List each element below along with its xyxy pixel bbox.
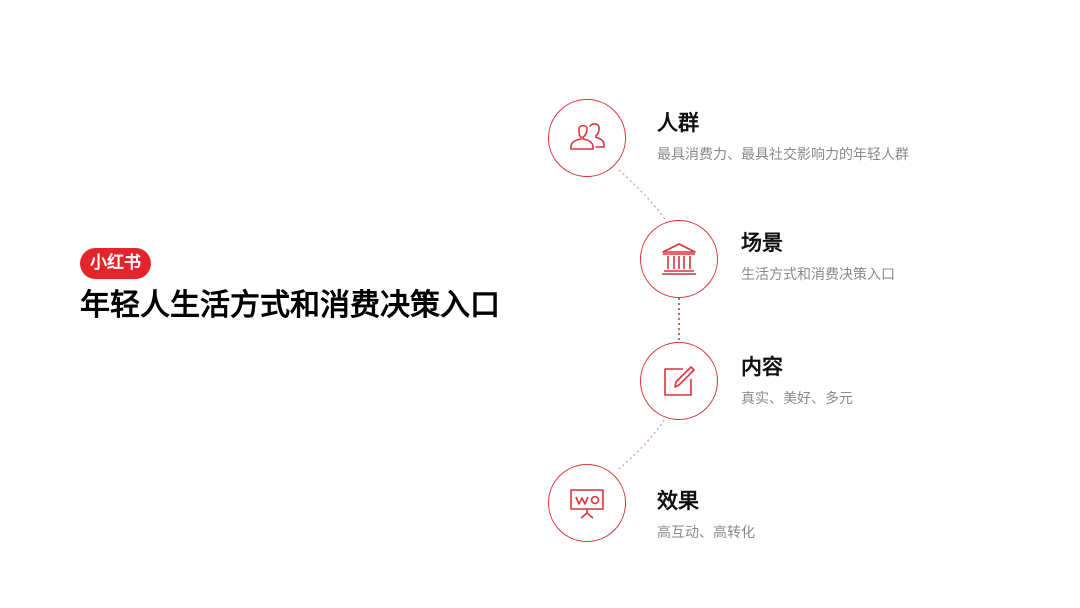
- node-text-3: 内容 真实、美好、多元: [741, 352, 853, 410]
- node-text-2: 场景 生活方式和消费决策入口: [741, 228, 895, 286]
- node-title: 内容: [741, 355, 783, 379]
- node-description: 高互动、高转化: [657, 525, 755, 541]
- node-title: 场景: [741, 231, 783, 255]
- node-description: 真实、美好、多元: [741, 391, 853, 407]
- connector-1-2: [618, 169, 668, 223]
- presentation-icon: [570, 489, 604, 519]
- node-circle-building: [640, 220, 718, 298]
- node-description: 生活方式和消费决策入口: [741, 267, 895, 283]
- node-circle-people: [548, 99, 626, 177]
- edit-icon: [664, 366, 695, 396]
- node-title: 人群: [657, 111, 699, 135]
- node-circle-presentation: [548, 464, 626, 542]
- node-text-1: 人群 最具消费力、最具社交影响力的年轻人群: [657, 108, 909, 166]
- brand-logo: 小红书: [80, 248, 151, 279]
- node-title: 效果: [657, 489, 699, 513]
- page-title: 年轻人生活方式和消费决策入口: [80, 288, 500, 323]
- connector-3-4: [618, 415, 668, 470]
- node-text-4: 效果 高互动、高转化: [657, 486, 755, 544]
- people-icon: [570, 123, 605, 150]
- node-circle-edit: [640, 342, 718, 420]
- node-description: 最具消费力、最具社交影响力的年轻人群: [657, 147, 909, 163]
- building-icon: [662, 243, 696, 275]
